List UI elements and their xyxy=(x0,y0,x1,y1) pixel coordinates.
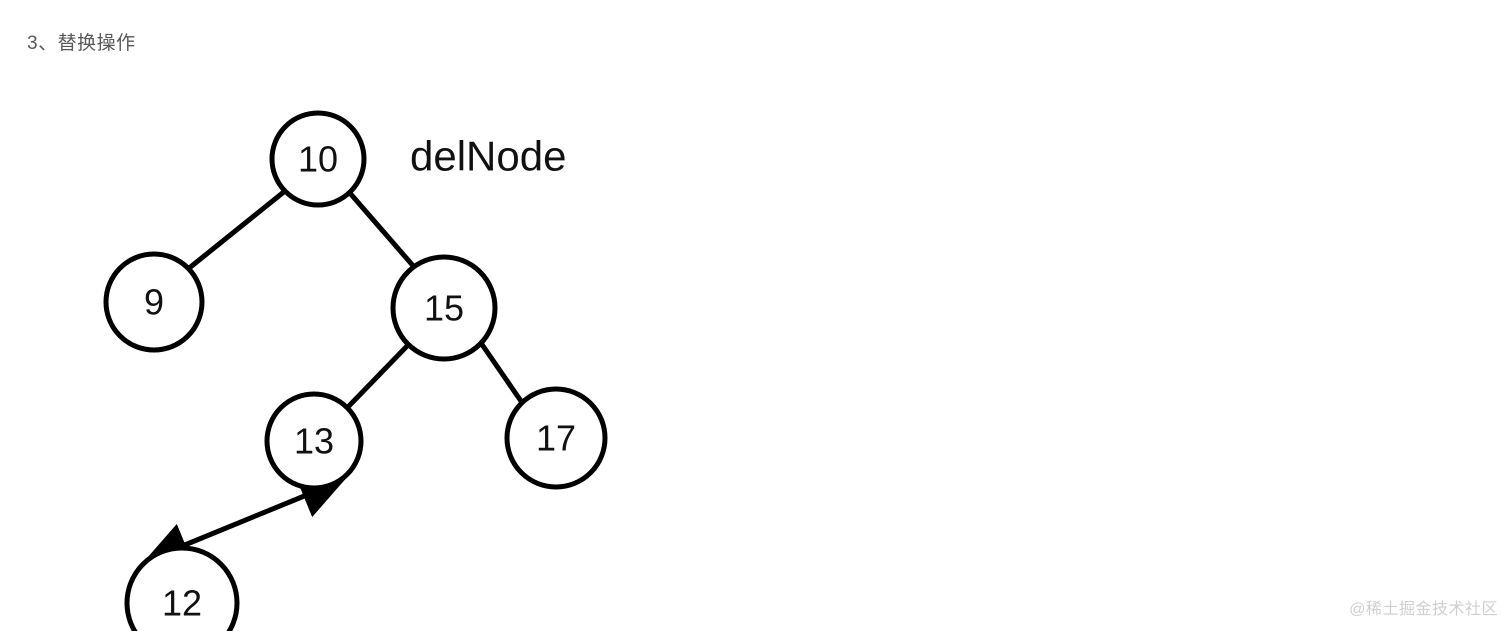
node-value-17: 17 xyxy=(536,418,576,459)
tree-edge-13-12 xyxy=(143,475,346,566)
node-circle-15 xyxy=(390,254,498,362)
node-value-12: 12 xyxy=(162,583,202,624)
tree-node-17[interactable]: 17 xyxy=(504,386,608,490)
tree-node-12[interactable]: 12 xyxy=(124,545,240,631)
node-circle-13 xyxy=(264,391,364,491)
tree-edges xyxy=(143,188,526,566)
page-heading: 3、替换操作 xyxy=(27,33,136,54)
delnode-label: delNode xyxy=(410,133,566,180)
tree-labels: delNode xyxy=(410,133,566,180)
node-circle-10 xyxy=(269,110,367,208)
node-value-15: 15 xyxy=(424,288,464,329)
node-value-9: 9 xyxy=(144,282,164,323)
tree-node-13[interactable]: 13 xyxy=(264,391,364,491)
node-value-13: 13 xyxy=(294,421,334,462)
tree-node-9[interactable]: 9 xyxy=(103,251,205,353)
node-value-10: 10 xyxy=(298,139,338,180)
tree-nodes: 10 9 15 13 17 12 xyxy=(103,110,608,631)
tree-edge-15-13 xyxy=(344,341,412,411)
tree-node-10[interactable]: 10 xyxy=(269,110,367,208)
node-circle-12 xyxy=(124,545,240,631)
node-circle-9 xyxy=(103,251,205,353)
node-circle-17 xyxy=(504,386,608,490)
tree-node-15[interactable]: 15 xyxy=(390,254,498,362)
tree-edge-10-9 xyxy=(185,188,288,272)
tree-edge-10-15 xyxy=(346,189,418,271)
site-watermark: @稀土掘金技术社区 xyxy=(1349,601,1498,618)
tree-edge-15-17 xyxy=(478,340,526,407)
